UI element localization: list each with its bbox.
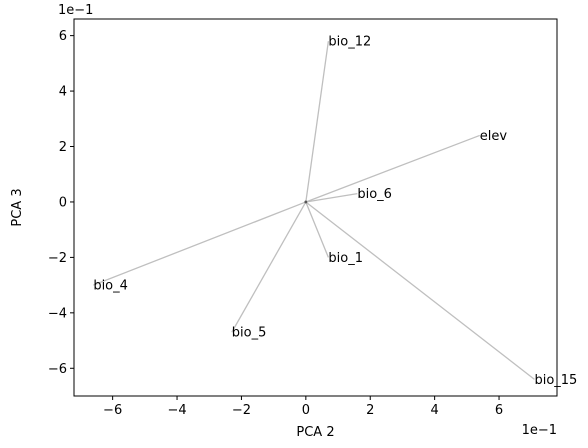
x-tick-label: −4	[167, 403, 186, 418]
vector-label-bio_12: bio_12	[328, 35, 371, 50]
vector-label-bio_5: bio_5	[232, 326, 267, 341]
y-tick-label: −4	[48, 306, 67, 321]
vector-label-bio_4: bio_4	[93, 279, 128, 294]
y-tick-label: −2	[48, 251, 67, 266]
x-tick-label: 6	[495, 403, 503, 418]
x-tick-label: 2	[366, 403, 374, 418]
y-tick-label: 0	[59, 195, 67, 210]
y-tick-label: 4	[59, 85, 67, 100]
x-tick-label: −2	[232, 403, 251, 418]
vector-line-bio_6	[305, 192, 358, 203]
vector-line-bio_4	[93, 201, 307, 286]
x-axis-ticks: −6 −4 −2 0 2 4 6	[103, 396, 503, 418]
vector-line-elev	[305, 134, 480, 203]
origin-point	[304, 200, 308, 204]
x-tick-label: 0	[302, 403, 310, 418]
vector-label-bio_15: bio_15	[534, 373, 577, 388]
x-tick-label: 4	[430, 403, 438, 418]
x-tick-label: −6	[103, 403, 122, 418]
plot-frame	[73, 18, 558, 397]
y-axis-label: PCA 3	[10, 188, 25, 226]
vector-line-bio_12	[305, 41, 330, 203]
vector-label-bio_6: bio_6	[357, 187, 392, 202]
y-axis-offset-label: 1e−1	[58, 3, 93, 18]
y-tick-label: −6	[48, 362, 67, 377]
vector-line-bio_15	[305, 201, 535, 380]
vector-line-bio_1	[305, 201, 329, 258]
y-axis-ticks: −6 −4 −2 0 2 4 6	[48, 29, 74, 377]
x-axis-offset-label: 1e−1	[522, 423, 557, 438]
y-tick-label: 2	[59, 140, 67, 155]
x-axis-label: PCA 2	[296, 425, 334, 440]
vector-label-bio_1: bio_1	[328, 251, 363, 266]
vector-label-elev: elev	[480, 129, 508, 144]
y-tick-label: 6	[59, 29, 67, 44]
vector-line-bio_5	[231, 201, 307, 333]
